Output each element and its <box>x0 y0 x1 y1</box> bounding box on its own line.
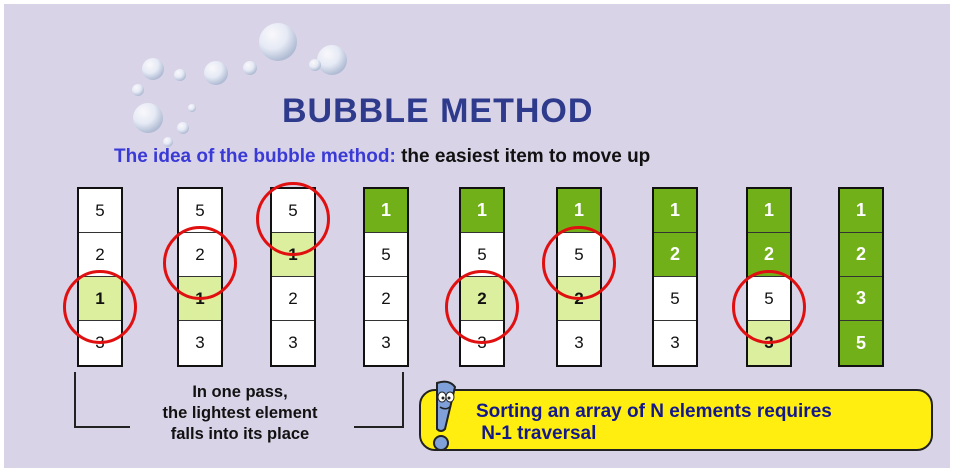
array-cell: 3 <box>670 333 680 352</box>
array-cell: 2 <box>748 233 790 277</box>
subtitle: The idea of the bubble method: the easie… <box>114 146 650 168</box>
array-cell: 1 <box>654 189 696 233</box>
callout-box: Sorting an array of N elements requires … <box>419 380 933 451</box>
array-cell: 3 <box>195 333 205 352</box>
array-cell: 2 <box>272 277 314 321</box>
array-cell: 5 <box>365 233 407 277</box>
comparison-circle <box>63 270 137 344</box>
pass-note-line: falls into its place <box>170 425 310 443</box>
exclamation-mascot-icon <box>433 380 457 451</box>
array-cell: 3 <box>574 333 584 352</box>
comparison-circle <box>542 226 616 300</box>
comparison-circle <box>256 182 330 256</box>
array-cell: 3 <box>840 277 882 321</box>
array-cell: 5 <box>654 277 696 321</box>
array-cell: 1 <box>558 189 600 233</box>
comparison-circle <box>445 270 519 344</box>
array-cell: 2 <box>654 233 696 277</box>
pass-bracket <box>74 372 404 428</box>
array-cell: 1 <box>748 189 790 233</box>
array-cell: 5 <box>840 321 882 365</box>
comparison-circle <box>732 270 806 344</box>
callout-line: Sorting an array of N elements requires <box>476 401 832 422</box>
array-cell: 3 <box>381 333 391 352</box>
pass-note: In one pass, the lightest element falls … <box>130 382 350 445</box>
callout-line: N-1 traversal <box>476 423 597 444</box>
subtitle-rest: the easiest item to move up <box>401 146 651 167</box>
array-cell: 1 <box>840 189 882 233</box>
array-cell: 1 <box>461 189 503 233</box>
pass-note-line: the lightest element <box>162 404 318 422</box>
array-cell: 2 <box>840 233 882 277</box>
comparison-circle <box>163 226 237 300</box>
pass-note-line: In one pass, <box>192 383 288 401</box>
page-title: BUBBLE METHOD <box>282 92 594 130</box>
array-cell: 2 <box>365 277 407 321</box>
array-cell: 1 <box>365 189 407 233</box>
subtitle-lead: The idea of the bubble method: <box>114 146 396 167</box>
array-cell: 3 <box>288 333 298 352</box>
array-cell: 5 <box>79 189 121 233</box>
bubbles-decoration <box>132 23 347 147</box>
callout-text: Sorting an array of N elements requires … <box>476 401 832 445</box>
